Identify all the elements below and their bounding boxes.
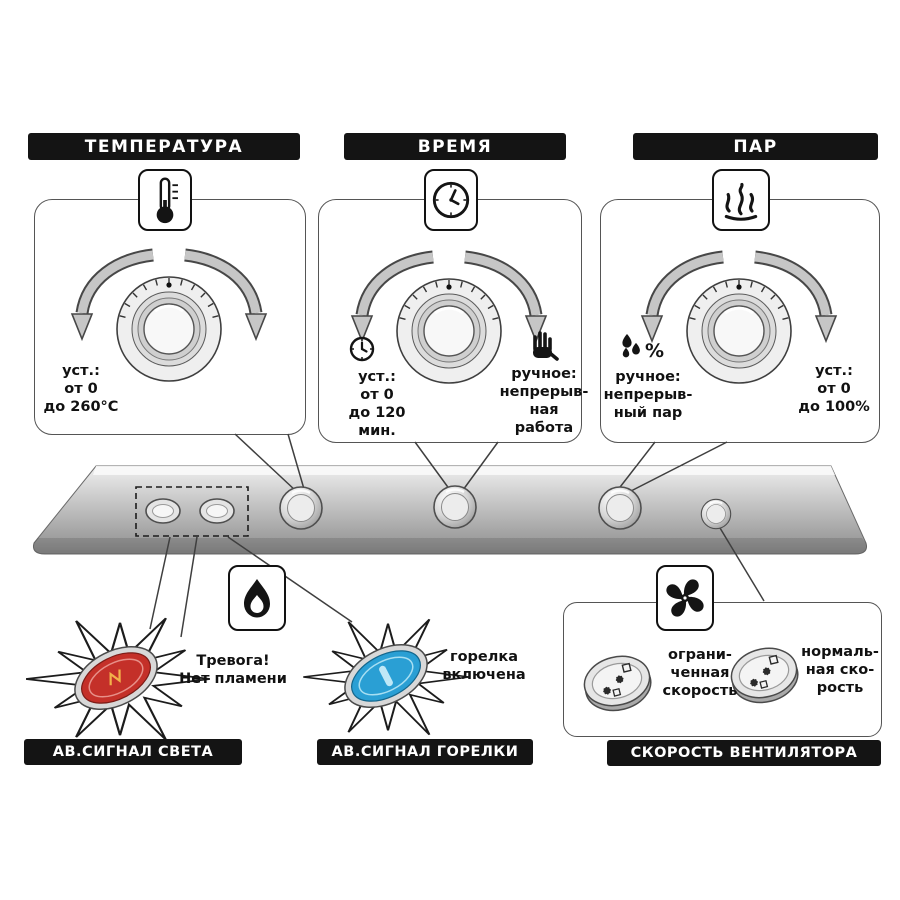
header-time: ВРЕМЯ xyxy=(344,133,566,160)
fan-speed-knob xyxy=(700,498,732,530)
time-manual-note: ручное: непрерыв- ная работа xyxy=(499,366,589,437)
flame-alarm-lamp xyxy=(74,645,158,711)
flame-alarm-note: Тревога! Нет пламени xyxy=(179,653,287,688)
burner-alarm-label: АВ.СИГНАЛ ГОРЕЛКИ xyxy=(331,744,519,760)
limited-speed-button xyxy=(579,650,656,717)
steam-icon xyxy=(712,169,770,231)
drops-percent-icon: % xyxy=(622,334,664,362)
normal-speed-note: нормаль- ная ско- рость xyxy=(801,644,879,697)
percent-symbol: % xyxy=(645,340,664,362)
burner-on-note: горелка включена xyxy=(442,649,526,684)
clock-icon xyxy=(424,169,478,231)
fan-speed-label: СКОРОСТЬ ВЕНТИЛЯТОРА xyxy=(630,745,858,761)
header-temperature-label: ТЕМПЕРАТУРА xyxy=(84,136,244,157)
steam-dial-drawing xyxy=(685,277,793,385)
steam-knob xyxy=(597,485,643,531)
indicator-burner-button xyxy=(199,498,235,524)
indicator-buttons-dashed-frame xyxy=(135,486,249,537)
header-time-label: ВРЕМЯ xyxy=(417,136,493,157)
fan-icon xyxy=(656,565,714,631)
hand-icon xyxy=(533,331,559,361)
timer-icon xyxy=(349,336,375,362)
flame-icon xyxy=(228,565,286,631)
header-temperature: ТЕМПЕРАТУРА xyxy=(28,133,300,160)
steam-manual-note: ручное: непрерыв- ный пар xyxy=(603,369,693,422)
limited-speed-note: ограни- ченная скорость xyxy=(662,647,738,700)
header-steam: ПАР xyxy=(633,133,878,160)
connector-lines xyxy=(149,433,765,638)
time-set-range-note: уст.: от 0 до 120 мин. xyxy=(348,369,406,440)
light-alarm-label: АВ.СИГНАЛ СВЕТА xyxy=(52,744,214,760)
temperature-dial-drawing xyxy=(115,275,223,383)
burner-on-lamp xyxy=(344,643,428,709)
steam-set-range-note: уст.: от 0 до 100% xyxy=(798,363,870,416)
time-knob xyxy=(432,484,478,530)
header-steam-label: ПАР xyxy=(733,136,778,157)
footer-label-fan-speed: СКОРОСТЬ ВЕНТИЛЯТОРА xyxy=(607,740,881,766)
indicator-light-button xyxy=(145,498,181,524)
footer-label-light-alarm: АВ.СИГНАЛ СВЕТА xyxy=(24,739,242,765)
footer-label-burner-alarm: АВ.СИГНАЛ ГОРЕЛКИ xyxy=(317,739,533,765)
temperature-knob xyxy=(278,485,324,531)
temperature-set-range-note: уст.: от 0 до 260°C xyxy=(43,363,119,416)
thermometer-icon xyxy=(138,169,192,231)
